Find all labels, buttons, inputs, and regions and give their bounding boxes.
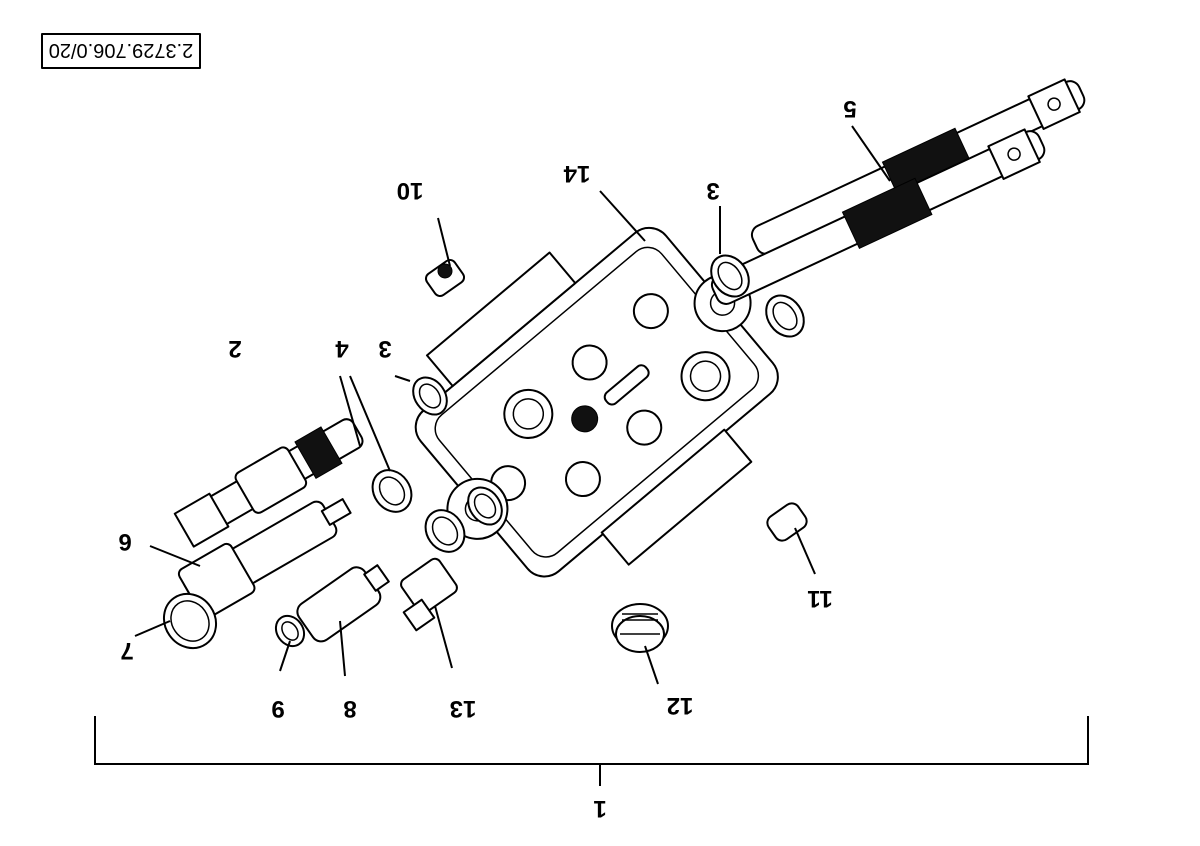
callout-6: 6 [118,528,131,555]
callout-1: 1 [593,795,606,822]
callout-3-right: 3 [706,177,719,204]
plug-10 [424,258,466,298]
assembly-bracket [94,716,1089,786]
callout-10: 10 [397,177,424,204]
leader-lines [134,125,891,685]
o-ring-spool-lower [765,294,805,338]
callout-5: 5 [843,95,856,122]
ring-4-lower [424,509,466,553]
callout-2: 2 [228,335,241,362]
callout-9: 9 [271,695,284,722]
valve-8 [296,564,390,643]
plug-11 [766,502,808,542]
spool-upper [750,78,1086,255]
fitting-13 [400,557,458,632]
spool-lower [710,128,1046,305]
ring-4-upper [371,469,413,513]
callout-12: 12 [667,692,694,719]
callout-3-left: 3 [378,335,391,362]
o-ring-cartridge-lower [467,486,503,526]
callout-7: 7 [120,637,133,664]
drawing-rotated [41,33,1089,786]
drawing-number: 2.3729.706.0/20 [49,39,194,61]
callout-14: 14 [563,160,590,187]
callout-4: 4 [335,335,349,362]
callout-11: 11 [807,585,832,612]
valve-body [414,226,779,578]
o-ring-spool-upper [710,254,750,298]
cap-7 [162,592,218,650]
drawing-number-box [41,33,201,69]
valve-cartridge-2 [173,418,364,548]
callout-13: 13 [450,695,477,722]
callout-8: 8 [343,695,356,722]
ring-9 [274,614,306,648]
o-ring-cartridge-upper [412,376,448,416]
screw-plug-12 [611,603,669,653]
labels-layer: 2.3729.706.0/20 1 2 3 3 4 5 6 7 8 9 10 1… [49,39,857,822]
